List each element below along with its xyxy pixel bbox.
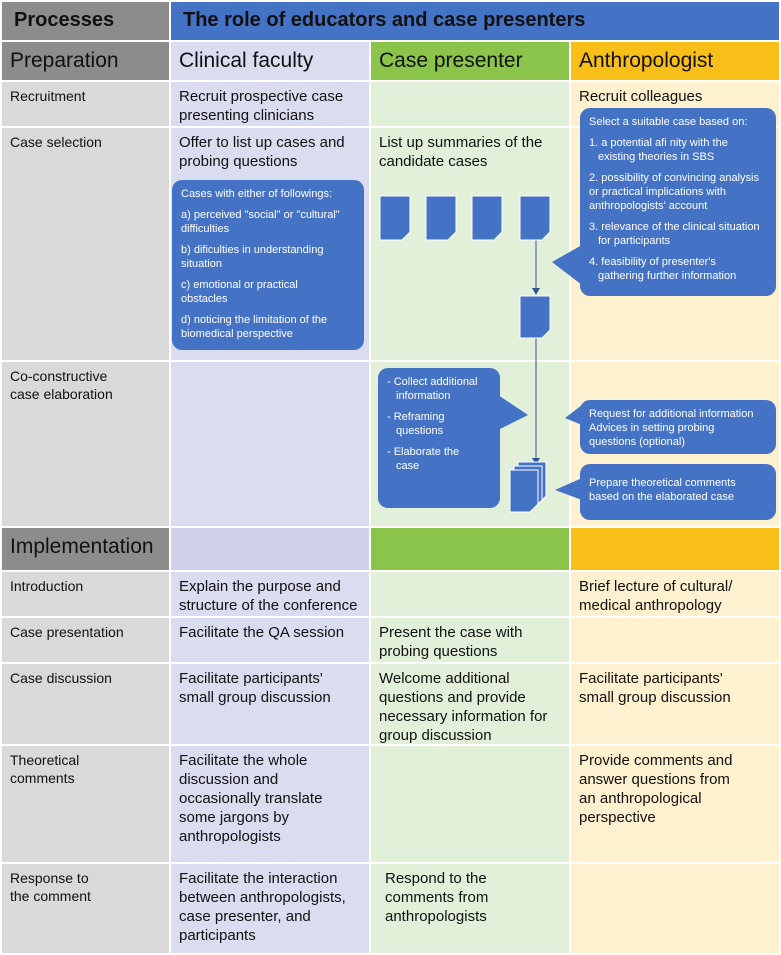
clinical-faculty-header: Clinical faculty xyxy=(171,42,369,80)
presenter-elaboration-callout: - Collect additional information - Refra… xyxy=(378,368,500,508)
anthro-case-presentation xyxy=(571,618,779,662)
case-presenter-header: Case presenter xyxy=(371,42,569,80)
implementation-presenter-band xyxy=(371,528,569,570)
role-title-header: The role of educators and case presenter… xyxy=(171,2,779,40)
presenter-introduction xyxy=(371,572,569,616)
faculty-case-presentation: Facilitate the QA session xyxy=(171,618,369,662)
anthro-case-discussion: Facilitate participants' small group dis… xyxy=(571,664,779,744)
presenter-theoretical-comments xyxy=(371,746,569,862)
presenter-case-presentation: Present the case with probing questions xyxy=(371,618,569,662)
anthro-request-callout: Request for additional information Advic… xyxy=(580,400,776,454)
faculty-introduction: Explain the purpose and structure of the… xyxy=(171,572,369,616)
anthro-prepare-pointer xyxy=(555,478,582,500)
candidate-doc-1 xyxy=(379,195,411,241)
row-label-recruitment: Recruitment xyxy=(2,82,169,126)
anthro-response xyxy=(571,864,779,953)
row-label-case-discussion: Case discussion xyxy=(2,664,169,744)
row-label-case-presentation: Case presentation xyxy=(2,618,169,662)
presenter-response: Respond to the comments from anthropolog… xyxy=(371,864,569,953)
implementation-faculty-band xyxy=(171,528,369,570)
presenter-recruitment xyxy=(371,82,569,126)
arrow-docs-to-selected-head xyxy=(532,288,540,295)
candidate-doc-2 xyxy=(425,195,457,241)
row-label-co-constructive: Co-constructive case elaboration xyxy=(2,362,169,526)
presenter-callout-pointer xyxy=(498,395,528,430)
anthro-theoretical-comments: Provide comments and answer questions fr… xyxy=(571,746,779,862)
candidate-doc-4 xyxy=(519,195,551,241)
row-label-theoretical-comments: Theoretical comments xyxy=(2,746,169,862)
anthropologist-header: Anthropologist xyxy=(571,42,779,80)
faculty-theoretical-comments: Facilitate the whole discussion and occa… xyxy=(171,746,369,862)
row-label-case-selection: Case selection xyxy=(2,128,169,360)
candidate-doc-3 xyxy=(471,195,503,241)
anthro-callout-pointer xyxy=(552,245,582,285)
processes-header: Processes xyxy=(2,2,169,40)
implementation-anthro-band xyxy=(571,528,779,570)
faculty-co-constructive xyxy=(171,362,369,526)
preparation-header: Preparation xyxy=(2,42,169,80)
anthro-request-pointer xyxy=(565,405,582,425)
anthro-prepare-callout: Prepare theoretical comments based on th… xyxy=(580,464,776,520)
presenter-case-discussion: Welcome additional questions and provide… xyxy=(371,664,569,744)
row-label-response: Response to the comment xyxy=(2,864,169,953)
faculty-case-discussion: Facilitate participants' small group dis… xyxy=(171,664,369,744)
faculty-response: Facilitate the interaction between anthr… xyxy=(171,864,369,953)
selected-doc xyxy=(519,295,551,339)
faculty-case-criteria-callout: Cases with either of followings: a) perc… xyxy=(172,180,364,350)
implementation-header: Implementation xyxy=(2,528,169,570)
anthro-selection-criteria-callout: Select a suitable case based on: 1. a po… xyxy=(580,108,776,296)
row-label-introduction: Introduction xyxy=(2,572,169,616)
elaborated-doc-stack-front xyxy=(509,469,539,513)
anthro-introduction: Brief lecture of cultural/ medical anthr… xyxy=(571,572,779,616)
faculty-recruitment: Recruit prospective case presenting clin… xyxy=(171,82,369,126)
